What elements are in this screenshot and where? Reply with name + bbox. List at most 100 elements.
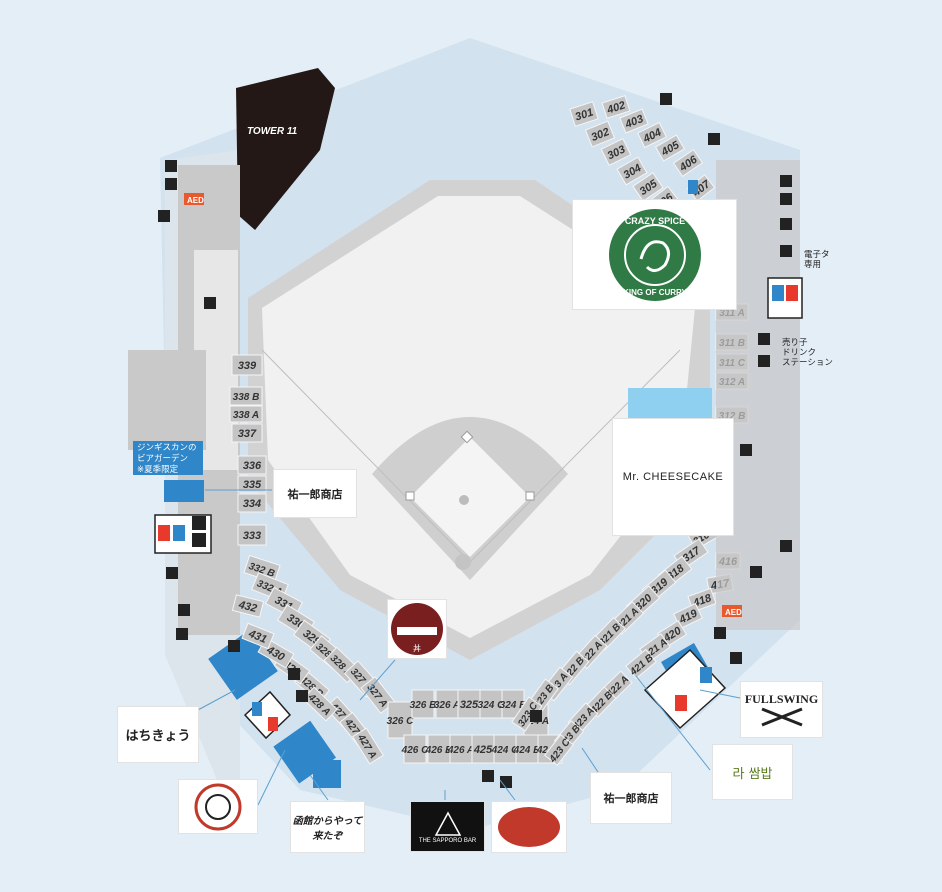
vendor-sapporo-bar[interactable]: THE SAPPORO BAR [410, 801, 485, 852]
vendor-donburi-logo[interactable]: 丼 [387, 599, 447, 659]
vendor-crazy-spice[interactable]: CRAZY SPICE KING OF CURRY [572, 199, 737, 310]
aed-left [184, 193, 204, 205]
seat-label: 426 A [447, 745, 474, 756]
seat-block[interactable]: 339 [231, 354, 263, 376]
sapporo-bar-logo [434, 810, 461, 836]
stairs-icon [780, 218, 792, 230]
stairs-icon [228, 640, 240, 652]
seat-label: 325 [460, 699, 479, 711]
smoking-icon [758, 333, 770, 345]
vendor-circle-logo[interactable] [178, 779, 258, 834]
stairs-icon [750, 566, 762, 578]
seat-block[interactable]: 326 B [410, 689, 437, 719]
seat-block[interactable]: 326 C [387, 701, 414, 739]
vendor-yuichiro-right[interactable]: 祐一郎商店 [590, 772, 672, 824]
beer-garden-note: ジンギスカンの ビアガーデン ※夏季限定 [133, 441, 203, 475]
aed-right [722, 605, 742, 617]
seat-label: 337 [238, 428, 257, 440]
seat-label: 424 C [491, 745, 519, 756]
restroom-icon [243, 690, 292, 740]
seat-block[interactable]: 338 B [229, 386, 263, 406]
seat-label: 426 C [401, 745, 429, 756]
ra-ssambap-label: 라 쌈밥 [732, 766, 773, 782]
vendor-ra-ssambap[interactable]: 라 쌈밥 [712, 744, 793, 800]
vendor-handwritten[interactable]: 函館からやって来たぞ [290, 801, 365, 853]
seat-block[interactable]: 305 [632, 172, 664, 202]
smoking-icon [758, 355, 770, 367]
seat-block[interactable]: 432 [231, 594, 265, 618]
stairs-icon [158, 210, 170, 222]
vendor-red-logo[interactable] [491, 801, 567, 853]
stairs-icon [165, 178, 177, 190]
seat-block[interactable]: 324 C [478, 689, 505, 719]
stairs-icon [714, 627, 726, 639]
seat-block[interactable]: 418 [687, 587, 717, 613]
red-logo [498, 807, 560, 847]
svg-text:CRAZY SPICE: CRAZY SPICE [624, 216, 684, 226]
seat-label: 334 [243, 498, 261, 510]
drink-station-note: 売り子 ドリンク ステーション [782, 338, 833, 368]
seat-block[interactable]: 326 A [434, 689, 460, 719]
seat-block[interactable]: 405 [654, 134, 686, 162]
seat-label: 333 [243, 530, 261, 542]
seat-block[interactable]: 426 C [401, 734, 429, 764]
restroom-icon [154, 514, 212, 554]
stairs-icon [780, 193, 792, 205]
seat-block[interactable]: 324 B [500, 689, 527, 719]
seat-block[interactable]: 419 [673, 602, 703, 630]
e-cig-note: 電子タ 専用 [804, 250, 830, 270]
seat-label: 324 B [500, 700, 527, 711]
yuichiro-label-2: 祐一郎商店 [603, 792, 659, 805]
stairs-icon [178, 604, 190, 616]
stairs-icon [166, 567, 178, 579]
svg-text:丼: 丼 [413, 643, 421, 653]
seat-block[interactable]: 403 [619, 108, 649, 134]
vendor-yuichiro-left[interactable]: 祐一郎商店 [273, 469, 357, 518]
stairs-icon [740, 444, 752, 456]
stairs-icon [530, 710, 542, 722]
stairs-icon [660, 93, 672, 105]
seat-block[interactable]: 303 [600, 137, 632, 167]
stairs-icon [730, 652, 742, 664]
seat-label: 426 B [425, 745, 453, 756]
vendor-mr-cheesecake[interactable]: Mr. CHEESECAKE [612, 418, 734, 536]
seat-block[interactable]: 404 [637, 121, 667, 149]
seat-block[interactable]: 426 A [447, 734, 474, 764]
seat-block[interactable]: 338 A [229, 405, 263, 423]
yuichiro-label: 祐一郎商店 [287, 487, 343, 501]
handwritten-label: 函館からやって来たぞ [292, 816, 363, 842]
svg-text:AED: AED [725, 608, 742, 617]
seat-label: 336 [243, 460, 262, 472]
stairs-icon [708, 133, 720, 145]
vendor-hachikyo[interactable]: はちきょう [117, 706, 199, 763]
fullswing-label: FULLSWING [744, 692, 819, 706]
seat-block[interactable]: 334 [237, 493, 267, 513]
seat-block[interactable]: 333 [237, 524, 267, 546]
seat-block[interactable]: 335 [237, 475, 267, 493]
seat-label: 324 C [478, 700, 505, 711]
restroom-icon [767, 277, 803, 319]
seat-label: 301 [574, 106, 595, 123]
facility-icons [158, 93, 792, 788]
seat-label: 338 B [233, 392, 260, 403]
tower-11-block [236, 68, 335, 230]
donburi-logo: 丼 [391, 603, 443, 655]
seat-block[interactable]: 337 [231, 423, 263, 443]
seat-block[interactable]: 431 [241, 622, 275, 650]
seat-label: 402 [605, 99, 627, 116]
seat-label: 339 [238, 360, 257, 372]
seat-block[interactable]: 424 C [491, 734, 519, 764]
seat-block[interactable]: 402 [601, 95, 631, 119]
seat-block[interactable]: 302 [584, 120, 616, 148]
seat-block[interactable]: 301 [569, 101, 599, 127]
svg-text:KING OF CURRY: KING OF CURRY [623, 288, 687, 297]
smoking-icon [296, 690, 308, 702]
hachikyo-label: はちきょう [125, 729, 191, 744]
seat-block[interactable]: 304 [616, 156, 648, 186]
vendor-fullswing[interactable]: FULLSWING [740, 681, 823, 738]
seat-block[interactable]: 336 [237, 455, 267, 475]
restroom-icon [643, 648, 727, 730]
seat-block[interactable]: 325 [457, 689, 481, 719]
seat-block[interactable]: 425 [471, 734, 495, 764]
